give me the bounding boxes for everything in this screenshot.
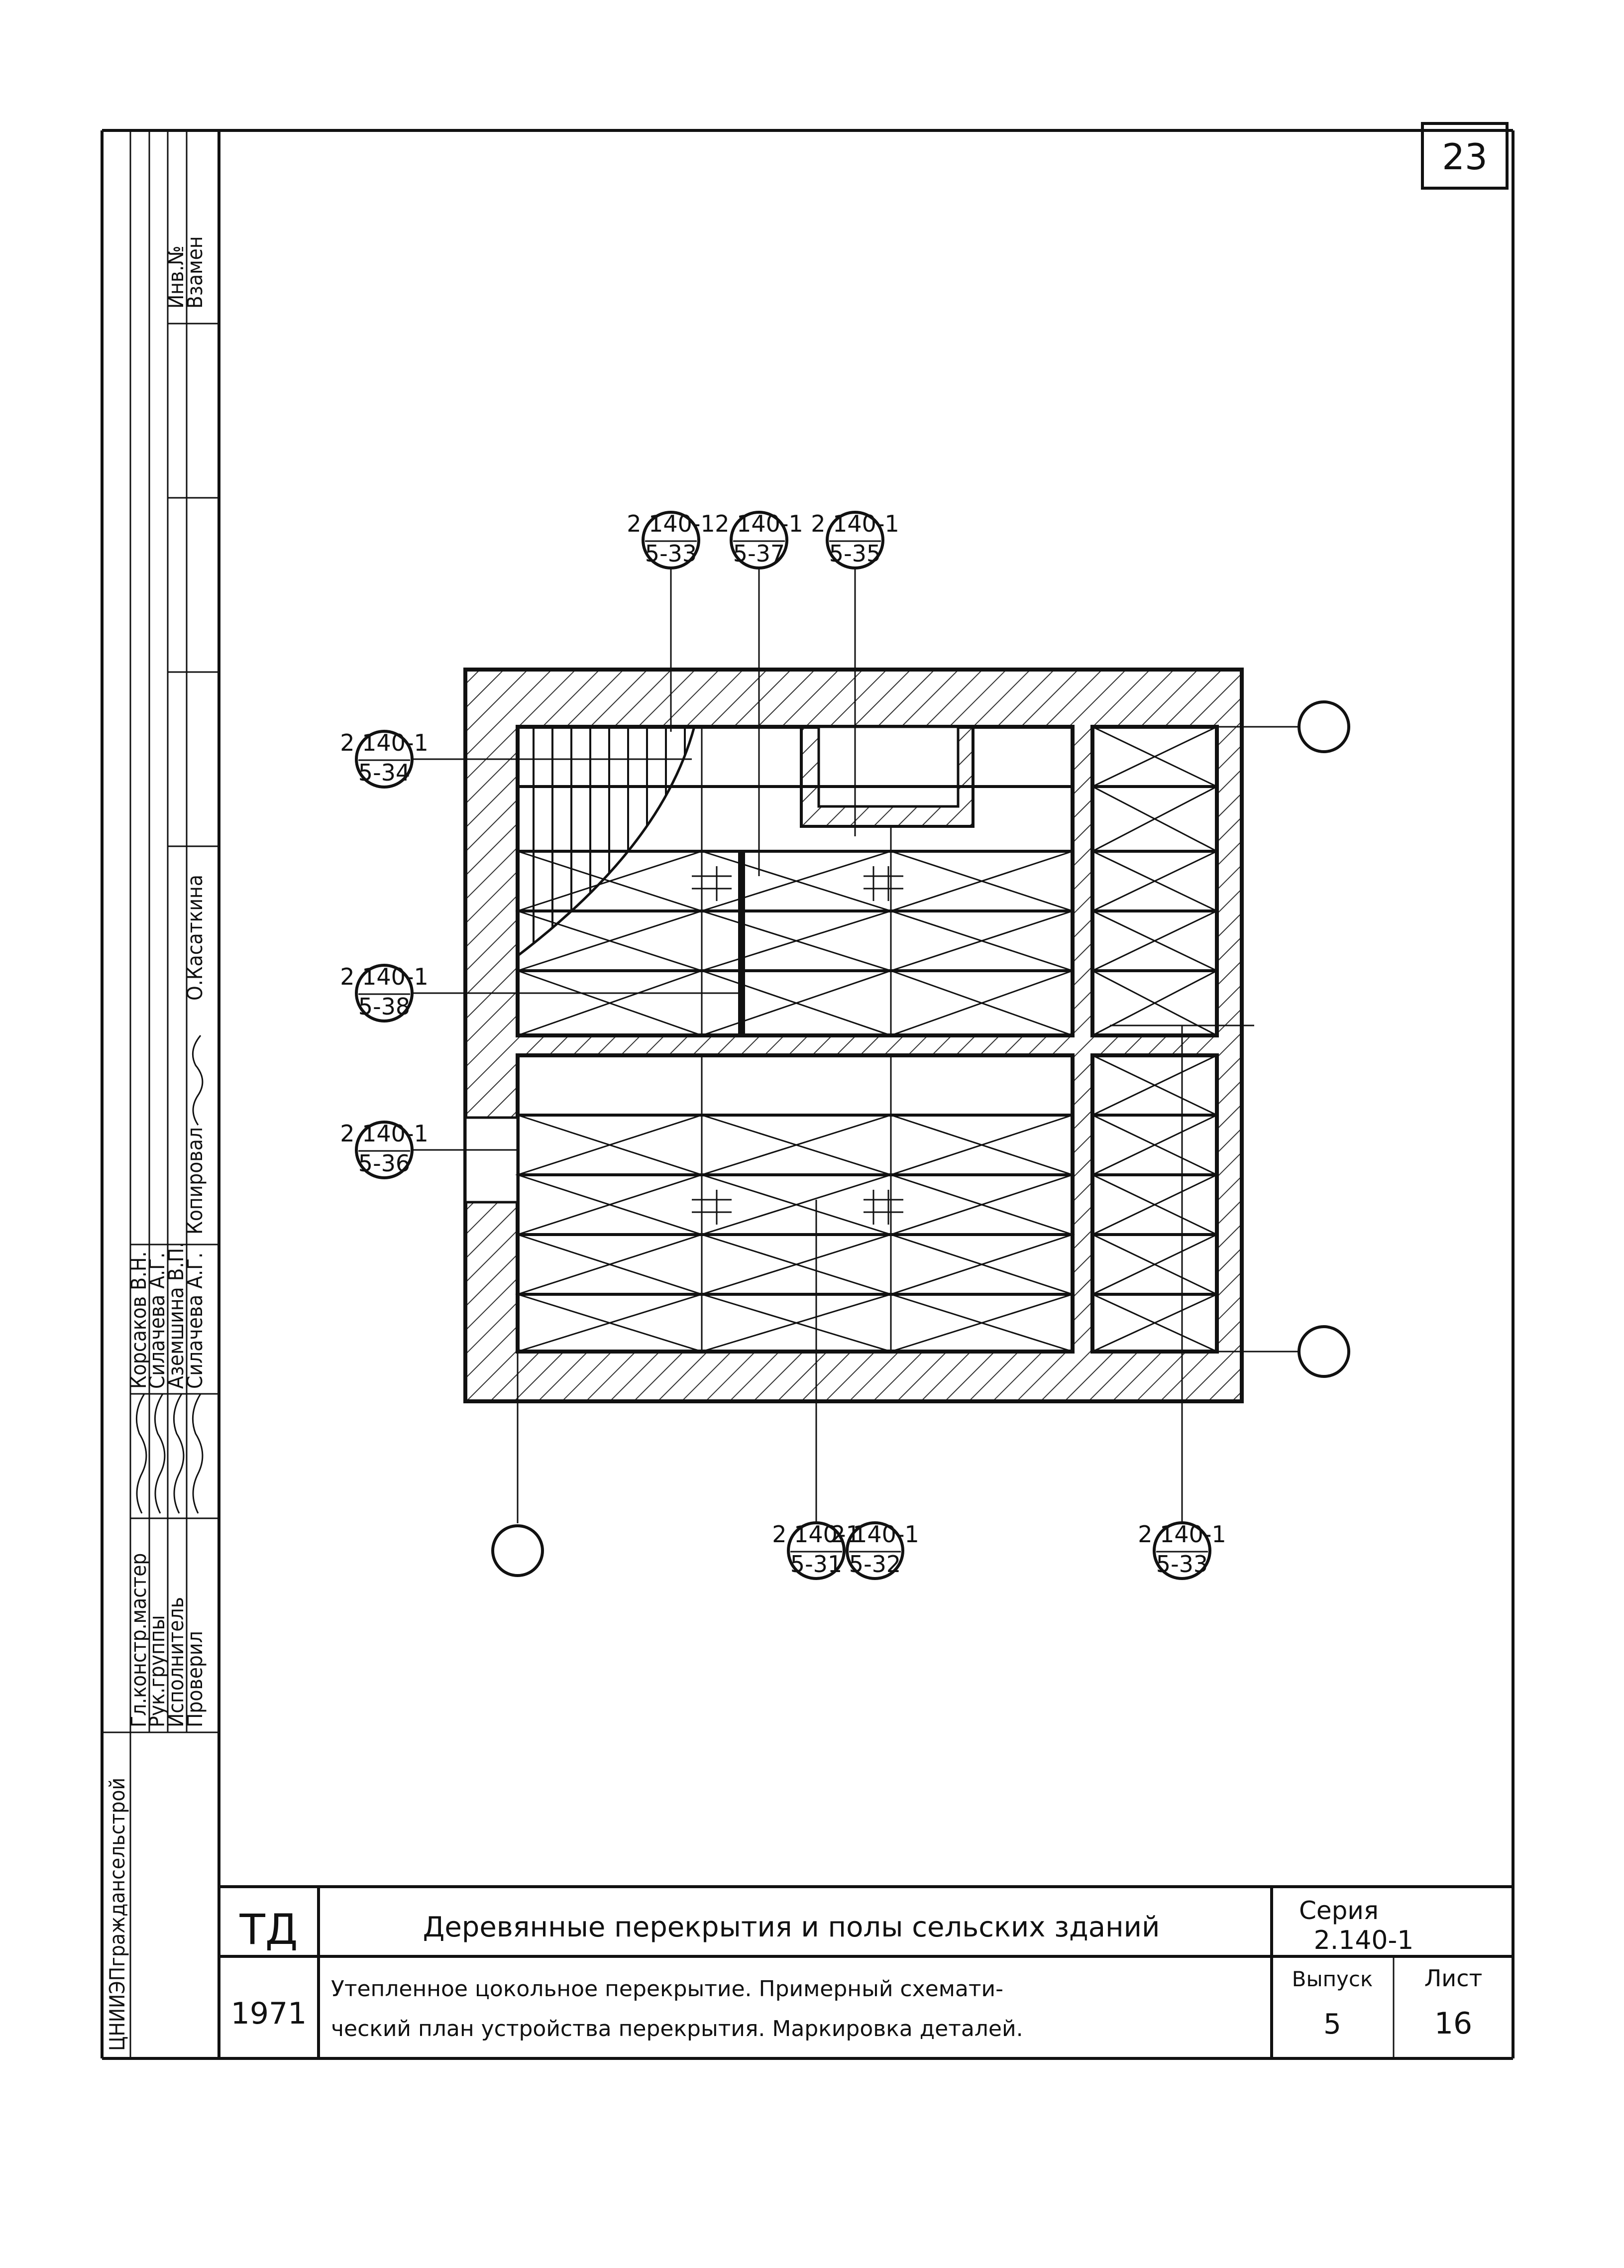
side-role-3: Исполнитель [164,1597,188,1727]
signature-2 [154,1393,166,1514]
panels-upper-right [1092,726,1217,1036]
title-line-2a: Утепленное цокольное перекрытие. Примерн… [331,1976,1003,2002]
signature-1 [135,1393,147,1514]
side-role-1: Гл.констр.мастер [126,1553,151,1727]
callout-top: 2.140-1 [715,510,803,537]
callout-5-34: 2.140-1 5-34 [340,729,429,789]
title-line-2b: ческий план устройства перекрытия. Марки… [331,2016,1023,2041]
floor-plan [463,668,1244,1403]
callout-5-38: 2.140-1 5-38 [340,963,429,1022]
callout-top: 2.140-1 [340,729,429,756]
side-role-4: Проверил [183,1631,207,1727]
side-name-2: Силачева А.Г. [145,1252,169,1389]
callout-5-37: 2.140-1 5-37 [715,510,803,569]
callout-5-35: 2.140-1 5-35 [811,510,899,569]
side-role-2: Рук.группы [145,1615,169,1727]
panels-lower-left [515,1055,1075,1353]
grid-markers [692,866,903,1225]
callout-5-32: 2.140-1 5-32 [831,1521,919,1580]
callout-top: 2.140-1 [340,963,429,990]
callout-bottom: 5-37 [733,540,785,567]
leader-lines [412,567,1299,1523]
inv-label: Инв.№ [164,245,188,309]
title-year: 1971 [231,1996,307,2031]
callout-bottom: 5-31 [790,1551,842,1578]
sheet-value: 16 [1434,2006,1472,2041]
sheet-number: 23 [1442,136,1488,178]
board-cutaway [516,725,696,959]
title-code: ТД [239,1905,298,1954]
axis-circle-bottom-right [1298,1325,1350,1378]
side-name-4: Силачева А.Г. [183,1252,207,1389]
callout-5-33-bottom: 2.140-1 5-33 [1138,1521,1226,1580]
org-name: ЦНИИЭПграждансельстрой [105,1778,129,2051]
copied-name: О.Касаткина [183,875,207,1001]
side-stamp-block: ЦНИИЭПграждансельстрой Гл.констр.мастер … [102,130,219,2058]
sheet-number-box: 23 [1421,122,1509,190]
replace-label: Взамен [183,236,207,309]
issue-value: 5 [1323,2008,1341,2041]
callout-bottom: 5-38 [358,993,410,1020]
side-name-1: Корсаков В.Н. [126,1251,151,1389]
signature-5 [192,1035,204,1126]
callout-bottom: 5-33 [645,540,697,567]
callout-5-36: 2.140-1 5-36 [340,1120,429,1179]
callout-top: 2.140-1 [811,510,899,537]
series-label: Серия [1299,1896,1379,1925]
callout-bottom: 5-35 [829,540,881,567]
callout-bottom: 5-33 [1156,1551,1208,1578]
signature-3 [173,1393,185,1514]
callout-5-33-top: 2.140-1 5-33 [627,510,715,569]
callout-top: 2.140-1 [772,1521,861,1548]
callout-bottom: 5-34 [358,759,410,786]
callout-top: 2.140-1 [340,1120,429,1147]
axis-circle-bottom-left [491,1524,544,1577]
axis-circle-top-right [1298,700,1350,753]
callout-top: 2.140-1 [627,510,715,537]
side-name-3: Аземшина В.П. [164,1242,188,1389]
series-value: 2.140-1 [1314,1926,1414,1955]
title-line-1: Деревянные перекрытия и полы сельских зд… [423,1911,1160,1943]
callout-top: 2.140-1 [831,1521,919,1548]
callout-top: 2.140-1 [1138,1521,1226,1548]
signature-4 [192,1393,204,1514]
callout-bottom: 5-36 [358,1150,410,1177]
issue-label: Выпуск [1292,1967,1373,1991]
callout-5-31: 2.140-1 5-31 [772,1521,861,1580]
copied-label: Копировал [183,1127,207,1235]
drawing-frame [101,129,1515,2060]
sheet-label: Лист [1424,1965,1483,1992]
callout-bottom: 5-32 [849,1551,901,1578]
title-block: ТД 1971 Деревянные перекрытия и полы сел… [219,1885,1513,2058]
wall-opening [464,1116,519,1204]
panels-lower-right [1092,1054,1217,1353]
chimney-void [817,725,960,808]
